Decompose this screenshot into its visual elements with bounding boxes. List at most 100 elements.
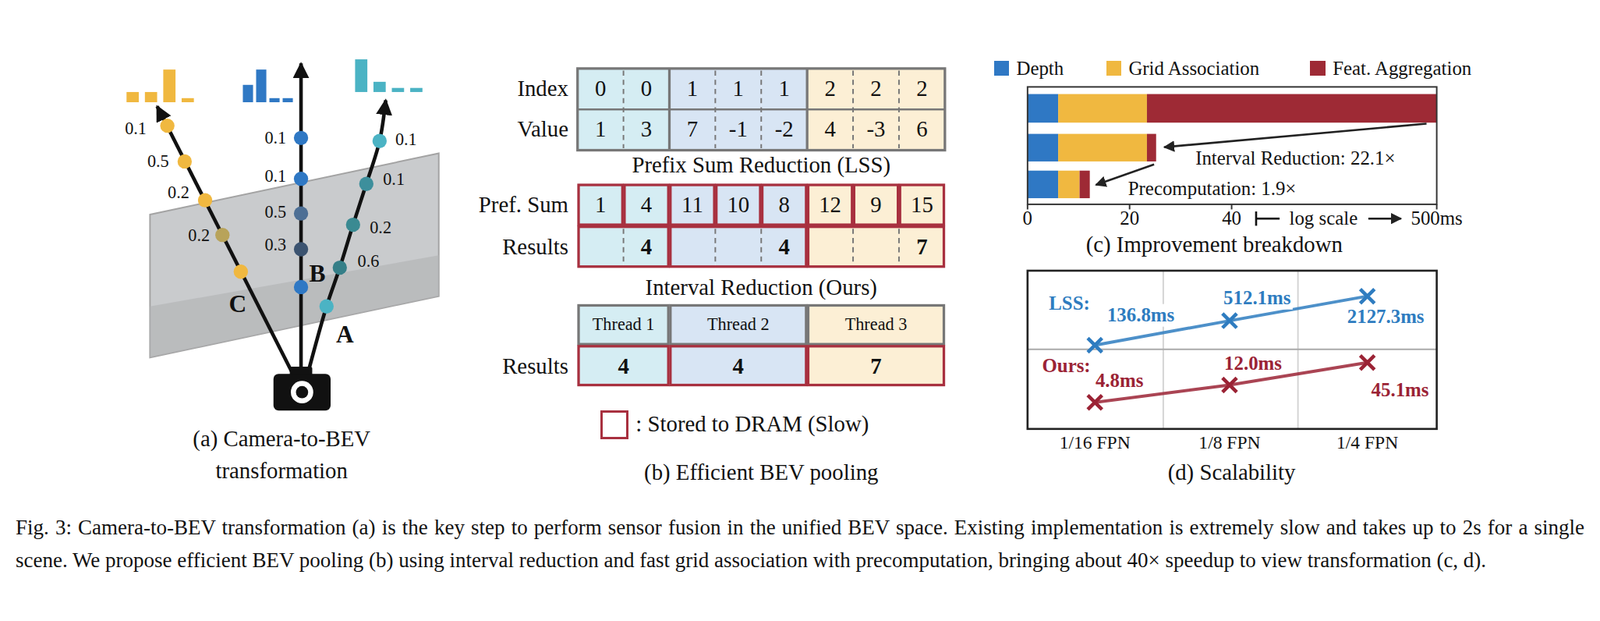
thread-cell xyxy=(577,304,670,386)
ray-name: B xyxy=(309,259,326,288)
axis-tick-label: 20 xyxy=(1119,207,1140,231)
table-cell: 4 xyxy=(778,233,790,260)
table-cell: 1 xyxy=(732,75,744,102)
chart-frame xyxy=(1027,86,1438,204)
probability-value: 0.5 xyxy=(264,201,287,223)
table-cell: 4 xyxy=(640,191,652,218)
latency-bar xyxy=(1079,170,1091,199)
latency-bar xyxy=(1058,94,1147,124)
table-cell: 0 xyxy=(594,75,606,102)
table-dash xyxy=(852,228,854,265)
data-value: 136.8ms xyxy=(1105,304,1176,327)
series-name: LSS: xyxy=(1047,291,1092,315)
method-title: Interval Reduction (Ours) xyxy=(645,274,878,301)
data-value: 512.1ms xyxy=(1221,286,1293,310)
table-cell: 12 xyxy=(818,191,842,218)
speedup-note: Interval Reduction: 22.1× xyxy=(1193,147,1397,170)
panel-caption: (d) Scalability xyxy=(1168,459,1296,485)
log-scale-line xyxy=(1256,217,1280,220)
table-cell: 11 xyxy=(681,191,704,218)
depth-histogram-bar xyxy=(242,84,253,103)
depth-histogram-bar xyxy=(255,69,266,103)
data-cross xyxy=(1222,313,1237,328)
legend-text: Depth xyxy=(1015,56,1064,80)
legend-swatch xyxy=(1309,60,1326,77)
depth-sample-point xyxy=(319,299,334,314)
latency-bar xyxy=(1146,134,1157,162)
legend-text: : Stored to DRAM (Slow) xyxy=(635,411,869,438)
probability-value: 0.1 xyxy=(264,166,287,188)
axis-tick-label: 40 xyxy=(1221,207,1242,231)
dram-store-cell xyxy=(670,346,807,386)
table-cell: 4 xyxy=(732,353,744,379)
data-value: 4.8ms xyxy=(1093,369,1145,393)
series-name: Ours: xyxy=(1040,353,1092,377)
depth-sample-point xyxy=(233,264,248,279)
camera-ray xyxy=(299,63,304,380)
latency-bar xyxy=(1027,94,1059,124)
depth-sample-point xyxy=(293,130,308,146)
data-cross xyxy=(1222,377,1237,392)
legend-swatch xyxy=(1106,60,1123,77)
table-rule xyxy=(577,108,946,111)
table-cell: 4 xyxy=(640,233,652,260)
table-cell: 7 xyxy=(870,353,882,379)
probability-value: 0.1 xyxy=(124,118,147,139)
log-scale-arrow xyxy=(1368,217,1402,220)
axis-note: log scale xyxy=(1289,207,1359,231)
depth-histogram-bar xyxy=(181,98,195,103)
panel-caption: (a) Camera-to-BEV transformation xyxy=(144,422,420,489)
probability-value: 0.2 xyxy=(167,183,190,204)
latency-bar xyxy=(1146,94,1438,124)
depth-sample-point xyxy=(159,118,174,133)
table-dash xyxy=(714,228,716,265)
latency-bar xyxy=(1027,134,1059,162)
data-value: 45.1ms xyxy=(1369,378,1431,402)
data-cross xyxy=(1087,395,1102,410)
depth-histogram-bar xyxy=(145,92,158,103)
data-cross xyxy=(1359,355,1374,370)
table-dash xyxy=(898,228,900,265)
row-header: Pref. Sum xyxy=(478,191,569,218)
thread-border xyxy=(670,304,807,344)
table-cell: 10 xyxy=(726,191,750,218)
depth-histogram-bar xyxy=(354,59,368,93)
table-cell: 9 xyxy=(870,191,882,218)
table-cell: 4 xyxy=(824,116,836,143)
ray-name: A xyxy=(336,320,354,349)
depth-histogram-bar xyxy=(162,69,176,103)
latency-bar xyxy=(1058,134,1147,162)
depth-histogram-bar xyxy=(126,92,139,103)
table-cell: 7 xyxy=(686,116,698,143)
data-value: 12.0ms xyxy=(1222,352,1284,376)
legend-text: Grid Association xyxy=(1128,56,1260,80)
dram-store-cell xyxy=(807,184,852,225)
legend-text: Feat. Aggregation xyxy=(1332,56,1472,80)
table-cell: 0 xyxy=(640,75,652,102)
thread-cell: Thread 3 xyxy=(845,314,908,335)
table-cell: 7 xyxy=(916,233,928,260)
data-value: 2127.3ms xyxy=(1345,304,1427,328)
dram-store-cell xyxy=(624,184,669,225)
thread-border xyxy=(807,304,944,344)
street-shade xyxy=(149,254,439,358)
table-cell: 2 xyxy=(824,75,836,102)
depth-histogram-bar xyxy=(283,98,294,103)
data-cross xyxy=(1087,337,1102,352)
depth-sample-point xyxy=(332,260,347,275)
table-cell: -3 xyxy=(866,116,885,143)
depth-sample-point xyxy=(293,241,308,256)
row-header: Results xyxy=(502,233,569,260)
table-cell: 6 xyxy=(916,116,928,143)
depth-sample-point xyxy=(293,206,308,221)
speedup-note: Precomputation: 1.9× xyxy=(1126,177,1299,201)
table-cell: 3 xyxy=(640,116,652,143)
depth-sample-point xyxy=(177,154,192,169)
callout-arrow xyxy=(1164,123,1427,148)
dram-store-cell xyxy=(853,184,898,225)
ray-name: C xyxy=(229,290,248,319)
figure-caption: Fig. 3: Camera-to-BEV transformation (a)… xyxy=(15,510,1585,577)
dram-store-cell xyxy=(807,346,944,386)
table-cell: 15 xyxy=(910,191,934,218)
